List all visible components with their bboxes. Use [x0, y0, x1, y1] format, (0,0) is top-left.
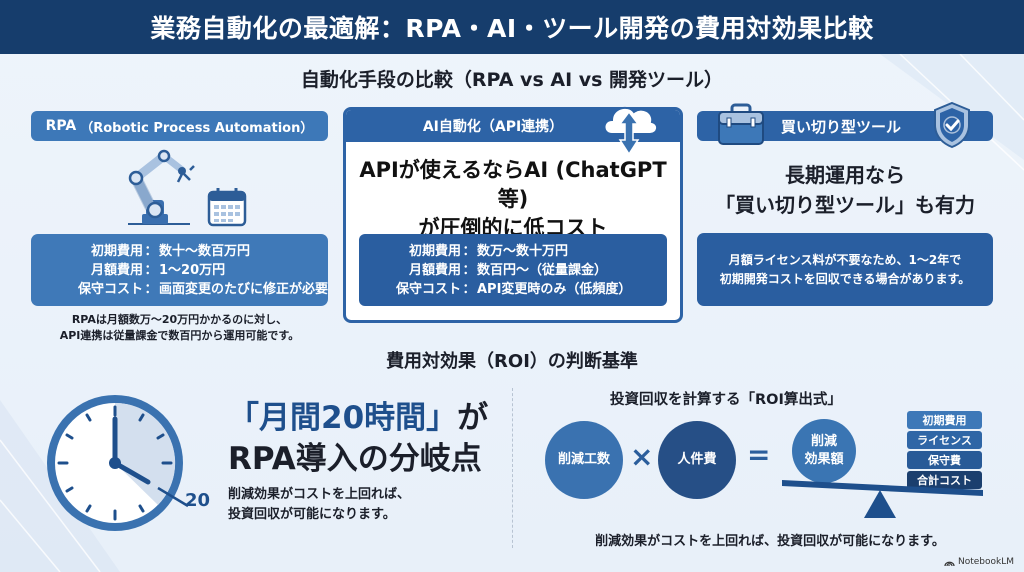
rpa-label: RPA	[45, 118, 77, 134]
tool-label: 買い切り型ツール	[781, 117, 902, 136]
ai-label: AI自動化（API連携）	[422, 119, 564, 135]
roi-subtext: 削減効果がコストを上回れば、 投資回収が可能になります。	[228, 485, 410, 525]
roi-headline-rest: が	[457, 400, 489, 436]
cost-item: 合計コスト	[907, 471, 982, 489]
cloud-upload-download-icon	[603, 106, 658, 156]
tool-desc-box: 月額ライセンス料が不要なため、1～2年で 初期開発コストを回収できる場合がありま…	[697, 233, 993, 306]
rpa-note-line: API連携は従量課金で数百円から運用可能です。	[59, 329, 300, 342]
tool-desc-line: 初期開発コストを回収できる場合があります。	[719, 271, 971, 286]
roi-headline-accent: 「月間20時間」	[228, 400, 458, 436]
notebooklm-logo-icon	[944, 561, 955, 566]
ai-row-monthly: 月額費用：数百円～（従量課金）	[373, 261, 667, 280]
rpa-note-line: RPAは月額数万～20万円かかるのに対し、	[71, 313, 288, 326]
formula-result-savings: 削減 効果額	[792, 419, 856, 483]
shield-check-icon	[934, 101, 970, 149]
header-bar: 業務自動化の最適解：RPA・AI・ツール開発の費用対効果比較	[0, 0, 1024, 54]
tool-desc-line: 月額ライセンス料が不要なため、1～2年で	[728, 252, 962, 267]
ai-headline: APIが使えるならAI (ChatGPT等) が圧倒的に低コスト	[346, 156, 680, 243]
cost-item: ライセンス	[907, 431, 982, 449]
equals-operator: =	[747, 438, 771, 471]
section-divider	[512, 388, 513, 548]
rpa-row-maintenance: 保守コスト：画面変更のたびに修正が必要	[49, 280, 328, 299]
rpa-row-initial: 初期費用：数十～数百万円	[49, 242, 328, 261]
tool-headline-line: 長期運用なら	[785, 163, 905, 187]
row-value: 画面変更のたびに修正が必要	[158, 281, 328, 297]
calendar-icon	[207, 188, 247, 227]
brand-name: NotebookLM	[957, 557, 1014, 567]
rpa-row-monthly: 月額費用：1～20万円	[49, 261, 328, 280]
formula-term-reduced-hours: 削減工数	[545, 421, 623, 499]
formula-term-labor-cost: 人件費	[658, 421, 736, 499]
result-line: 効果額	[804, 452, 844, 467]
row-value: 数百円～（従量課金）	[477, 262, 608, 278]
roi-section-title: 費用対効果（ROI）の判断基準	[386, 351, 638, 372]
ai-row-initial: 初期費用：数万～数十万円	[373, 242, 667, 261]
multiply-operator: ×	[630, 440, 654, 473]
result-line: 削減	[810, 434, 837, 449]
brand-watermark: NotebookLM	[944, 557, 1014, 567]
row-key: 月額費用	[408, 262, 461, 278]
roi-subtext-line: 削減効果がコストを上回れば、	[228, 487, 411, 502]
page-title: 業務自動化の最適解：RPA・AI・ツール開発の費用対効果比較	[150, 14, 874, 43]
cost-stack: 初期費用ライセンス保守費合計コスト	[907, 411, 982, 491]
row-key: 月額費用	[90, 262, 143, 278]
row-value: API変更時のみ（低頻度）	[477, 281, 632, 297]
tool-headline: 長期運用なら 「買い切り型ツール」も有力	[697, 160, 993, 220]
roi-subtext-line: 投資回収が可能になります。	[228, 507, 396, 522]
toolbox-icon	[718, 103, 764, 145]
row-key: 保守コスト	[77, 281, 143, 297]
rpa-cost-box: 初期費用：数十～数百万円 月額費用：1～20万円 保守コスト：画面変更のたびに修…	[31, 234, 328, 306]
ai-row-maintenance: 保守コスト：API変更時のみ（低頻度）	[373, 280, 667, 299]
clock-icon	[47, 395, 189, 531]
cost-item: 保守費	[907, 451, 982, 469]
formula-note: 削減効果がコストを上回れば、投資回収が可能になります。	[595, 534, 945, 549]
clock-label: 20	[185, 490, 211, 511]
robot-arm-icon	[128, 149, 195, 225]
tool-headline-line: 「買い切り型ツール」も有力	[715, 193, 975, 217]
row-value: 1～20万円	[159, 262, 226, 278]
row-value: 数十～数百万円	[159, 243, 251, 259]
cost-item: 初期費用	[907, 411, 982, 429]
row-value: 数万～数十万円	[477, 243, 569, 259]
row-key: 保守コスト	[395, 281, 461, 297]
ai-cost-box: 初期費用：数万～数十万円 月額費用：数百円～（従量課金） 保守コスト：API変更…	[359, 234, 667, 306]
row-key: 初期費用	[90, 243, 143, 259]
roi-headline-line2: RPA導入の分岐点	[228, 441, 482, 477]
seesaw-balance-icon	[782, 480, 983, 518]
row-key: 初期費用	[408, 243, 461, 259]
rpa-label-sub: （Robotic Process Automation）	[80, 120, 314, 136]
rpa-note: RPAは月額数万～20万円かかるのに対し、 API連携は従量課金で数百円から運用…	[31, 312, 328, 344]
rpa-label-pill: RPA （Robotic Process Automation）	[31, 111, 328, 141]
formula-title: 投資回収を計算する「ROI算出式」	[610, 392, 842, 408]
roi-headline: 「月間20時間」が RPA導入の分岐点	[228, 398, 488, 480]
ai-headline-line: APIが使えるならAI (ChatGPT等)	[359, 158, 667, 211]
comparison-section-title: 自動化手段の比較（RPA vs AI vs 開発ツール）	[300, 69, 724, 91]
